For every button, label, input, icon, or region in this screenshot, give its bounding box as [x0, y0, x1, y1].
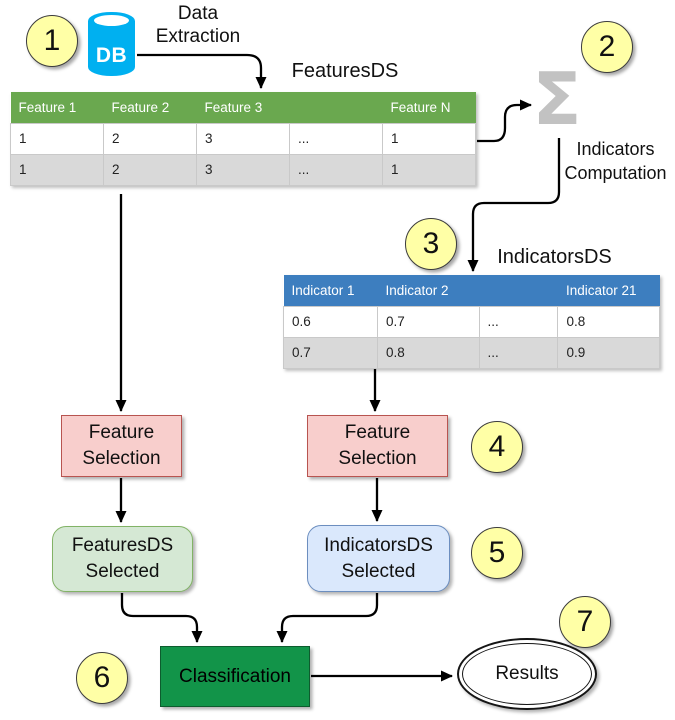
column-header: Indicator 2: [377, 275, 480, 306]
step-badge-3: 3: [405, 218, 457, 270]
arrow-indicatorsds-selected-to-classification: [276, 593, 379, 643]
database-icon: DB: [88, 12, 135, 76]
table-cell: 1: [382, 122, 476, 155]
column-header: Feature N: [382, 92, 476, 123]
table-cell: 1: [10, 122, 104, 155]
table-cell: 1: [10, 153, 104, 186]
column-header: Feature 2: [103, 92, 197, 123]
results-label: Results: [495, 663, 559, 684]
sigma-icon: Σ: [532, 57, 582, 141]
step-badge-4: 4: [471, 421, 523, 473]
results-ellipse: Results: [457, 638, 597, 710]
table-cell: 3: [196, 122, 290, 155]
data-extraction-label: Data Extraction: [155, 3, 241, 47]
featuresds-table-title: FeaturesDS: [291, 60, 399, 82]
step-badge-5: 5: [471, 527, 523, 579]
table-cell: 0.8: [557, 305, 660, 338]
arrow-db-to-featuresds: [137, 53, 267, 89]
step-badge-1: 1: [26, 15, 78, 67]
column-header: [289, 92, 383, 123]
column-header: Indicator 21: [557, 275, 660, 306]
feature-selection-left-box: Feature Selection: [61, 415, 182, 477]
column-header: [479, 275, 558, 306]
step-badge-7: 7: [559, 596, 611, 648]
column-header: Feature 1: [10, 92, 104, 123]
table-cell: 0.9: [557, 336, 660, 369]
table-cell: 0.6: [283, 305, 378, 338]
indicatorsds-table-title: IndicatorsDS: [497, 246, 612, 268]
classification-box: Classification: [160, 646, 310, 707]
column-header: Indicator 1: [283, 275, 378, 306]
table-cell: ...: [478, 305, 559, 338]
indicators-computation-label: Indicators Computation: [564, 139, 667, 183]
step-badge-6: 6: [76, 652, 128, 704]
table-cell: ...: [289, 122, 383, 155]
featuresds-selected-box: FeaturesDS Selected: [52, 526, 193, 592]
arrow-featuresds-selected-to-classification: [120, 593, 203, 643]
table-cell: ...: [289, 153, 383, 186]
arrow-featuresds-to-sigma: [477, 99, 532, 143]
table-cell: 0.8: [377, 336, 480, 369]
table-cell: 0.7: [283, 336, 378, 369]
table-cell: 3: [196, 153, 290, 186]
indicatorsds-selected-box: IndicatorsDS Selected: [307, 525, 450, 592]
table-cell: 2: [103, 153, 197, 186]
feature-selection-right-box: Feature Selection: [307, 415, 448, 477]
table-cell: ...: [478, 336, 559, 369]
table-cell: 1: [382, 153, 476, 186]
table-cell: 0.7: [377, 305, 480, 338]
step-badge-2: 2: [581, 21, 633, 73]
column-header: Feature 3: [196, 92, 290, 123]
database-label: DB: [95, 44, 128, 67]
table-cell: 2: [103, 122, 197, 155]
